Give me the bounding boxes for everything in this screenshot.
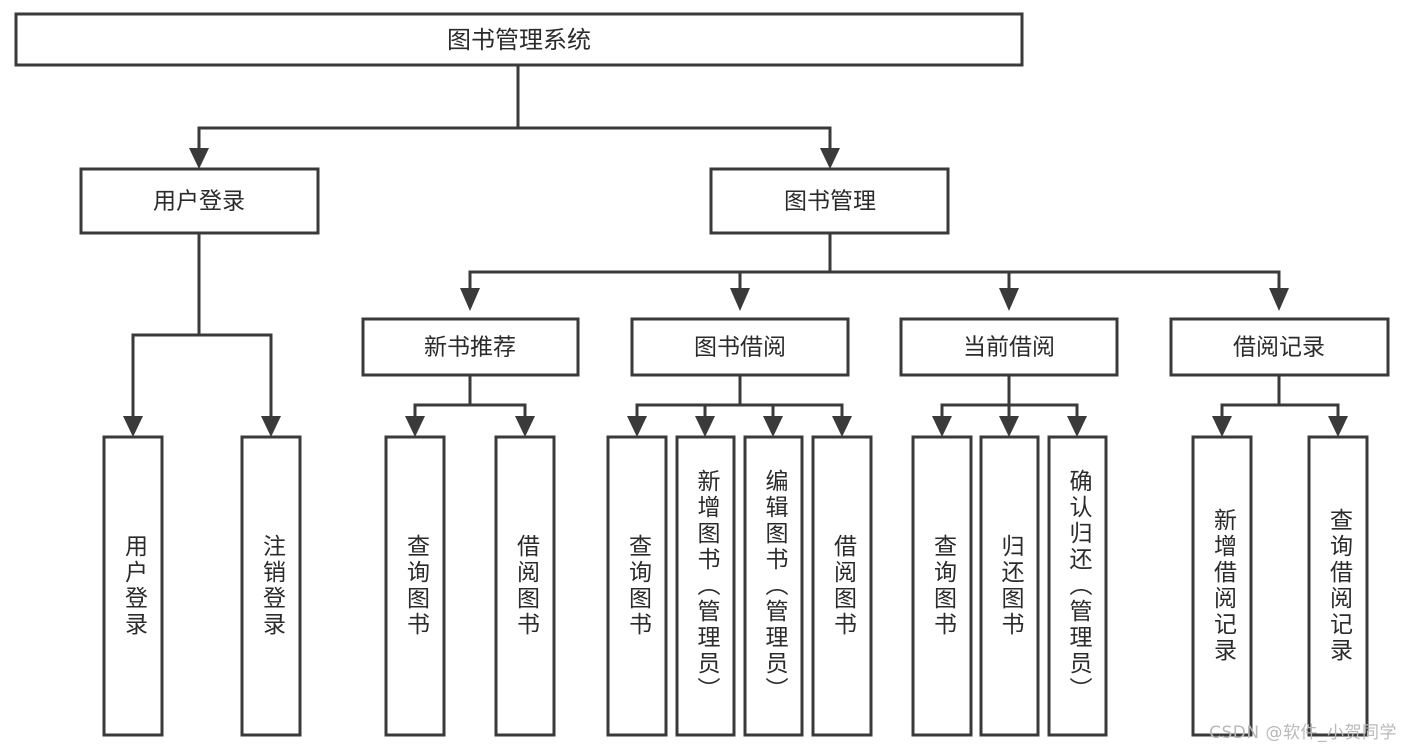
- leaf-box-book-borrow-4[interactable]: [811, 435, 873, 737]
- arrowhead-new-book: [460, 288, 480, 311]
- leaf-box-borrow-record-2[interactable]: [1307, 435, 1369, 737]
- node-new-book-recommend-label: 新书推荐: [424, 335, 516, 361]
- node-borrow-record[interactable]: 借阅记录: [1169, 317, 1390, 377]
- arrowhead-bb-leaf2: [695, 416, 715, 437]
- node-borrow-record-label: 借阅记录: [1233, 335, 1325, 361]
- leaf-box-current-borrow-2[interactable]: [979, 435, 1040, 737]
- node-book-borrow-label: 图书借阅: [694, 335, 786, 361]
- arrowhead-bb-leaf4: [832, 416, 852, 437]
- arrowhead-cb-leaf2: [999, 416, 1019, 437]
- leaf-boxes: [102, 435, 1369, 737]
- node-book-manage-box[interactable]: [709, 167, 950, 235]
- node-user-login-label: 用户登录: [153, 189, 245, 215]
- leaf-box-user-login-2[interactable]: [240, 435, 302, 737]
- node-root[interactable]: 图书管理系统: [14, 12, 1024, 67]
- leaf-box-current-borrow-1[interactable]: [911, 435, 973, 737]
- leaf-box-book-borrow-2[interactable]: [675, 435, 736, 737]
- node-book-manage-label: 图书管理: [784, 189, 876, 215]
- node-book-borrow[interactable]: 图书借阅: [630, 317, 850, 377]
- arrowhead-current-borrow: [999, 288, 1019, 311]
- arrowhead-user-leaf1: [123, 416, 143, 437]
- node-new-book-recommend-box[interactable]: [361, 317, 580, 377]
- csdn-watermark: CSDN @软件_小贺同学: [1209, 723, 1397, 743]
- leaf-box-current-borrow-3[interactable]: [1047, 435, 1108, 737]
- node-user-login[interactable]: 用户登录: [79, 167, 320, 235]
- arrowhead-nb-leaf2: [515, 416, 535, 437]
- node-current-borrow-label: 当前借阅: [963, 335, 1055, 361]
- arrowhead-cb-leaf1: [932, 416, 952, 437]
- arrowhead-bb-leaf1: [627, 416, 647, 437]
- connector-group: [123, 63, 1348, 437]
- arrowhead-br-leaf2: [1328, 416, 1348, 437]
- arrowhead-user-login: [189, 148, 209, 169]
- leaf-box-user-login-1[interactable]: [102, 435, 164, 737]
- node-current-borrow-box[interactable]: [899, 317, 1119, 377]
- node-book-borrow-box[interactable]: [630, 317, 850, 377]
- leaf-box-new-book-1[interactable]: [384, 435, 446, 737]
- node-user-login-box[interactable]: [79, 167, 320, 235]
- arrowhead-user-leaf2: [261, 416, 281, 437]
- arrowhead-borrow-record: [1269, 288, 1289, 311]
- arrowhead-bb-leaf3: [763, 416, 783, 437]
- node-book-manage[interactable]: 图书管理: [709, 167, 950, 235]
- node-current-borrow[interactable]: 当前借阅: [899, 317, 1119, 377]
- leaf-box-new-book-2[interactable]: [494, 435, 556, 737]
- arrowhead-br-leaf1: [1212, 416, 1232, 437]
- leaf-box-book-borrow-3[interactable]: [743, 435, 804, 737]
- arrowhead-book-manage: [820, 148, 840, 169]
- node-borrow-record-box[interactable]: [1169, 317, 1390, 377]
- leaf-box-book-borrow-1[interactable]: [606, 435, 668, 737]
- arrowhead-book-borrow: [730, 288, 750, 311]
- arrowhead-cb-leaf3: [1067, 416, 1087, 437]
- node-root-box[interactable]: [14, 12, 1024, 67]
- node-new-book-recommend[interactable]: 新书推荐: [361, 317, 580, 377]
- arrowhead-nb-leaf1: [405, 416, 425, 437]
- leaf-box-borrow-record-1[interactable]: [1191, 435, 1253, 737]
- node-root-label: 图书管理系统: [447, 26, 591, 54]
